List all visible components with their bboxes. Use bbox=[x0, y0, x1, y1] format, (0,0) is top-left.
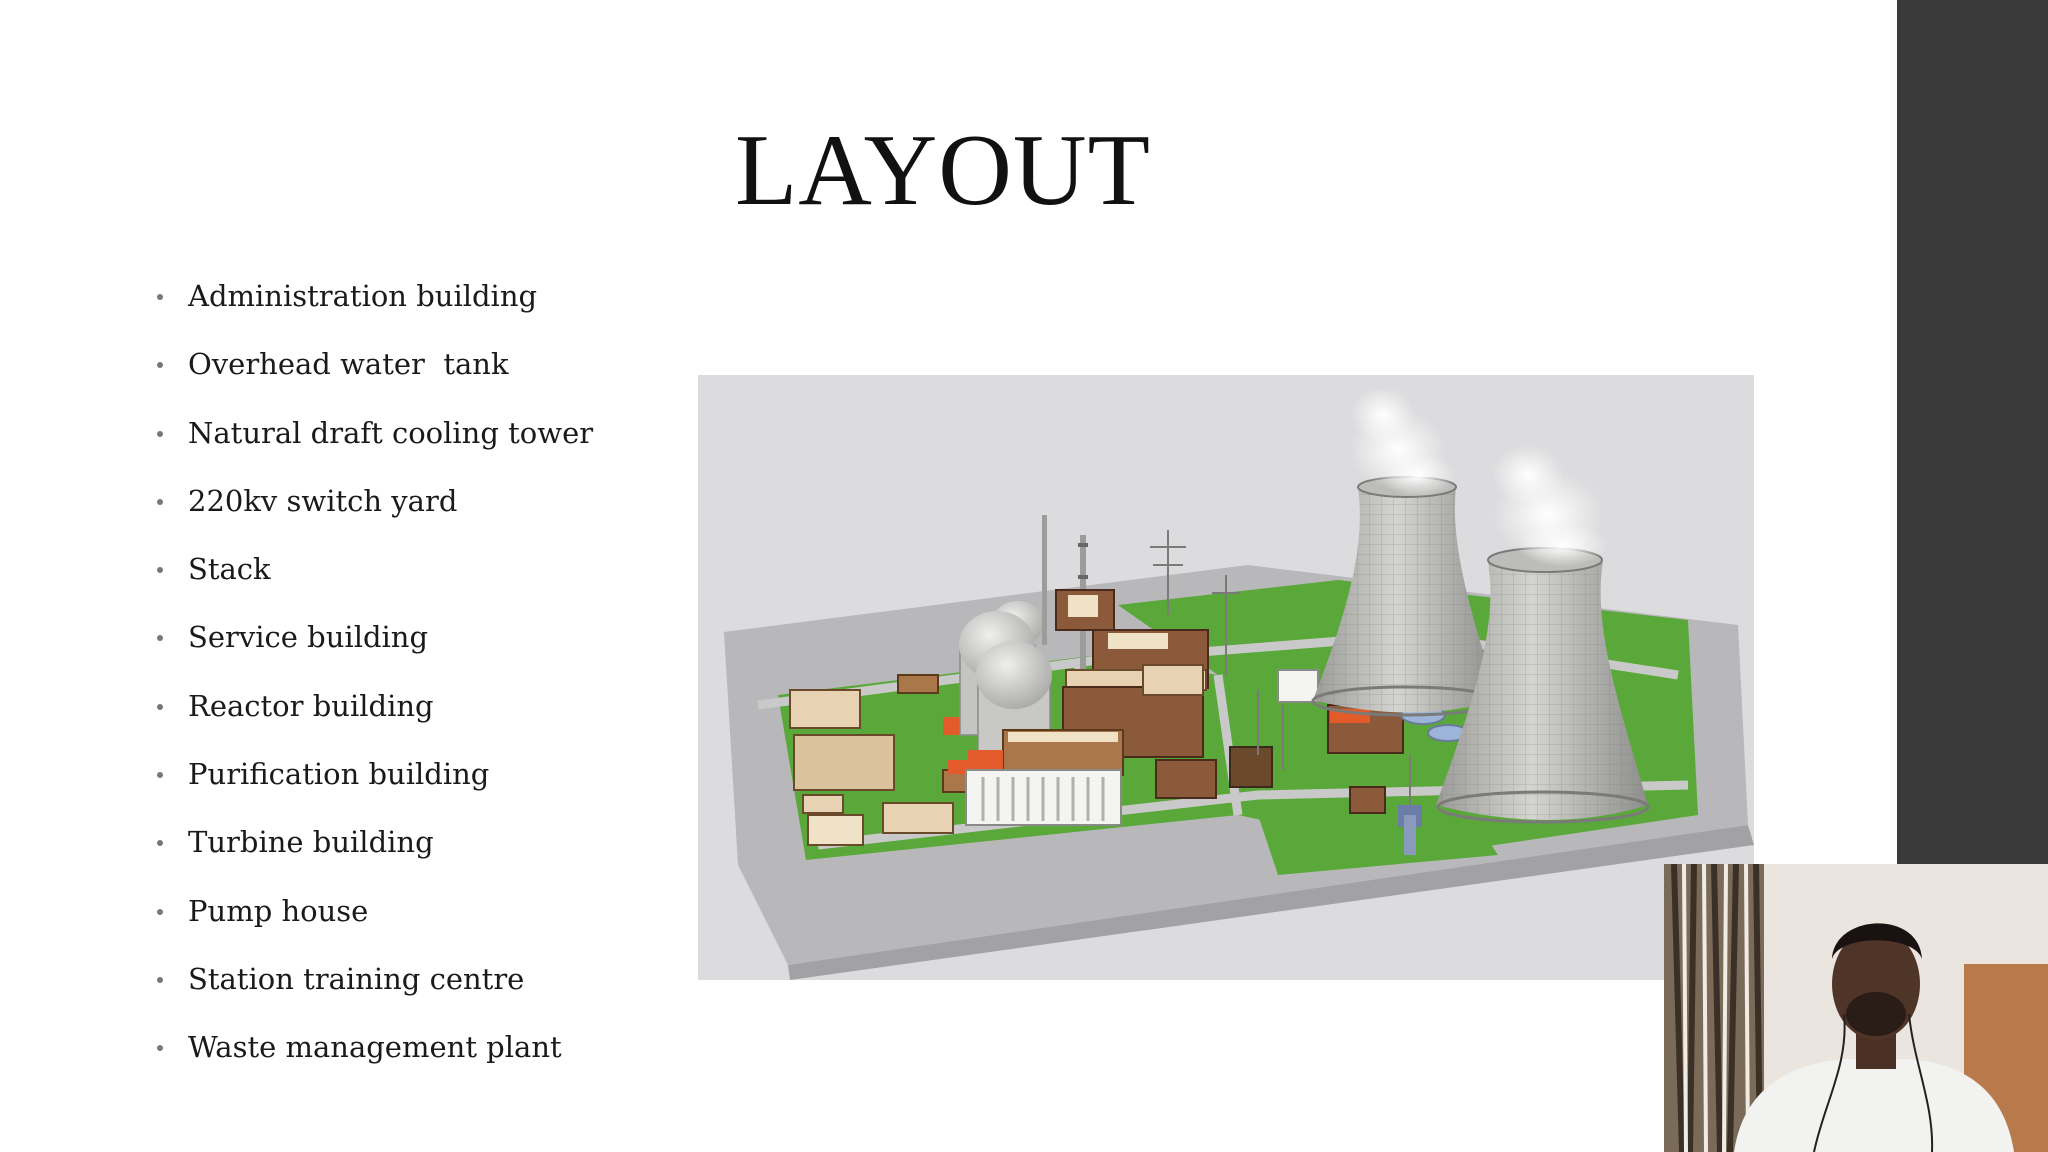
bullet-text: Reactor building bbox=[188, 688, 434, 723]
bullet-item: Turbine building bbox=[154, 816, 593, 884]
bullet-item: Stack bbox=[154, 543, 593, 611]
bullet-item: Purification building bbox=[154, 748, 593, 816]
steam-plume bbox=[1350, 387, 1456, 497]
presentation-slide: LAYOUT Administration building Overhead … bbox=[154, 0, 2048, 1090]
bullet-dot bbox=[157, 362, 163, 369]
bullet-item: Natural draft cooling tower bbox=[154, 407, 593, 475]
bullet-list: Administration building Overhead water t… bbox=[154, 270, 593, 1090]
power-plant-illustration bbox=[698, 375, 1754, 980]
webcam-feed bbox=[1664, 864, 2048, 1152]
slide-title: LAYOUT bbox=[735, 114, 1151, 227]
bullet-dot bbox=[157, 567, 163, 574]
bullet-dot bbox=[157, 1045, 163, 1052]
stack bbox=[1042, 515, 1047, 645]
bullet-text: Purification building bbox=[188, 757, 490, 792]
bullet-dot bbox=[157, 703, 163, 710]
bullet-item: Reactor building bbox=[154, 680, 593, 748]
bullet-text: Administration building bbox=[188, 279, 538, 313]
power-plant-drawing bbox=[724, 387, 1754, 980]
bullet-item: Administration building bbox=[154, 270, 593, 338]
bullet-text: Pump house bbox=[188, 893, 369, 928]
steam-plume bbox=[1492, 445, 1608, 567]
slide-side-bar bbox=[1897, 0, 2048, 865]
cooling-tower bbox=[1311, 476, 1501, 717]
bullet-text: Service building bbox=[188, 620, 429, 655]
bullet-text: Stack bbox=[188, 552, 271, 587]
bullet-text: Overhead water tank bbox=[188, 347, 509, 382]
bullet-dot bbox=[157, 430, 163, 437]
bullet-item: Service building bbox=[154, 611, 593, 679]
bullet-item: 220kv switch yard bbox=[154, 475, 593, 543]
bullet-item: Overhead water tank bbox=[154, 338, 593, 406]
bullet-dot bbox=[157, 772, 163, 779]
bullet-text: Natural draft cooling tower bbox=[188, 415, 594, 450]
bullet-dot bbox=[157, 908, 163, 915]
bullet-text: Waste management plant bbox=[188, 1030, 562, 1065]
bullet-item: Station training centre bbox=[154, 953, 593, 1021]
bullet-text: Station training centre bbox=[188, 961, 525, 996]
bullet-dot bbox=[157, 498, 163, 505]
bullet-text: 220kv switch yard bbox=[188, 483, 458, 518]
webcam-video bbox=[1664, 864, 2048, 1152]
bullet-item: Waste management plant bbox=[154, 1021, 593, 1089]
reactor-dome bbox=[976, 641, 1052, 709]
bullet-dot bbox=[157, 840, 163, 847]
bullet-text: Turbine building bbox=[188, 825, 434, 860]
bullet-dot bbox=[157, 635, 163, 642]
bullet-dot bbox=[157, 294, 163, 300]
bullet-item: Pump house bbox=[154, 885, 593, 953]
bullet-dot bbox=[157, 976, 163, 983]
